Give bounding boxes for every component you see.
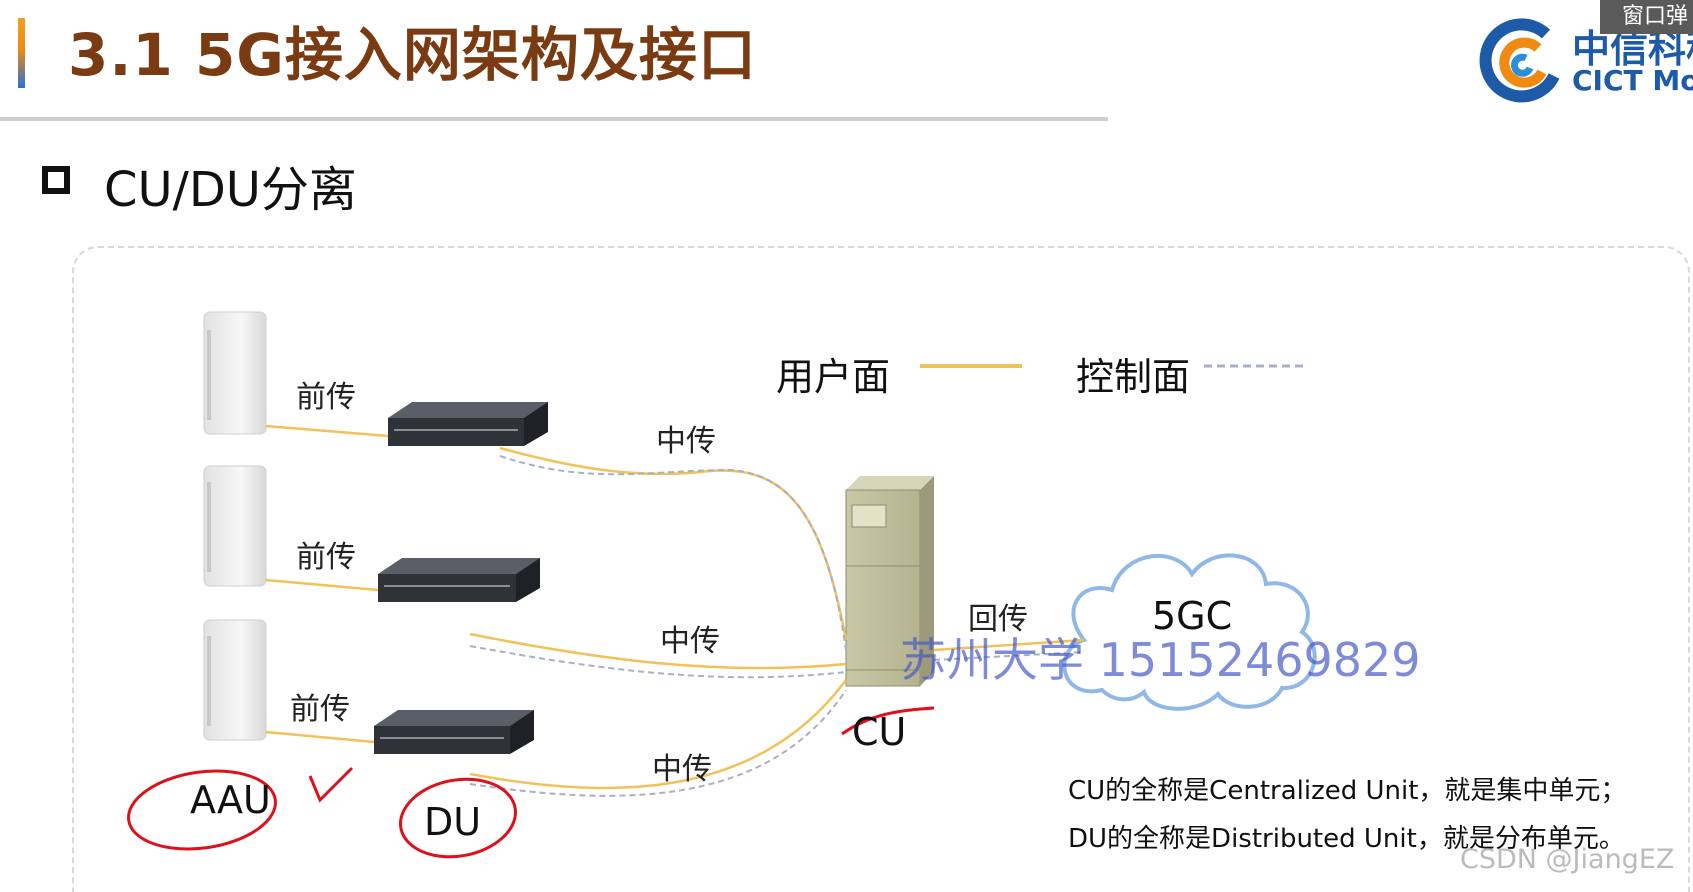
section-title: CU/DU分离: [104, 162, 357, 218]
cu-definition-note: CU的全称是Centralized Unit，就是集中单元；: [1068, 776, 1627, 806]
legend-user-plane-label: 用户面: [776, 355, 891, 399]
midhaul-label-2: 中传: [660, 624, 720, 659]
cict-logo: 中信科移 CICT Mo: [1476, 14, 1693, 114]
core-network-label: 5GC: [1152, 594, 1233, 638]
aau-unit-2: [203, 465, 267, 587]
csdn-source-mark: CSDN @JiangEZ: [1460, 844, 1675, 875]
backhaul-link: [933, 638, 1085, 661]
logo-chinese-text: 中信科移: [1572, 27, 1693, 71]
aau-unit-1: [203, 311, 267, 435]
core-network-cloud: [1062, 553, 1317, 711]
du-handwritten-label: DU: [424, 800, 482, 844]
midhaul-label-3: 中传: [652, 752, 712, 787]
backhaul-label: 回传: [968, 602, 1028, 637]
cu-cabinet: [845, 476, 934, 687]
overlay-watermark: 苏州大学 15152469829: [900, 633, 1421, 687]
fronthaul-label-3: 前传: [290, 692, 350, 727]
midhaul-label-1: 中传: [656, 424, 716, 459]
title-divider: [0, 117, 1108, 121]
cict-logo-mark: [1479, 18, 1560, 103]
logo-english-text: CICT Mo: [1572, 64, 1693, 97]
du-unit-1: [388, 402, 548, 446]
aau-unit-3: [203, 619, 267, 741]
midhaul-links: [469, 446, 848, 797]
fronthaul-links: [265, 424, 389, 744]
fronthaul-label-2: 前传: [296, 540, 356, 575]
fronthaul-label-1: 前传: [296, 380, 356, 415]
du-unit-3: [374, 710, 534, 754]
legend-control-plane-label: 控制面: [1076, 355, 1191, 399]
section-bullet-icon: [42, 166, 70, 194]
du-definition-note: DU的全称是Distributed Unit，就是分布单元。: [1068, 824, 1625, 854]
window-popup-button[interactable]: 窗口弹: [1600, 0, 1693, 34]
cu-handwritten-label: CU: [852, 710, 907, 754]
handwritten-annotations: [127, 706, 935, 859]
du-unit-2: [378, 558, 540, 602]
aau-handwritten-label: AAU: [190, 778, 271, 822]
diagram-frame: [72, 246, 1690, 892]
title-accent-bar: [18, 18, 25, 88]
slide-title: 3.1 5G接入网架构及接口: [68, 21, 757, 89]
